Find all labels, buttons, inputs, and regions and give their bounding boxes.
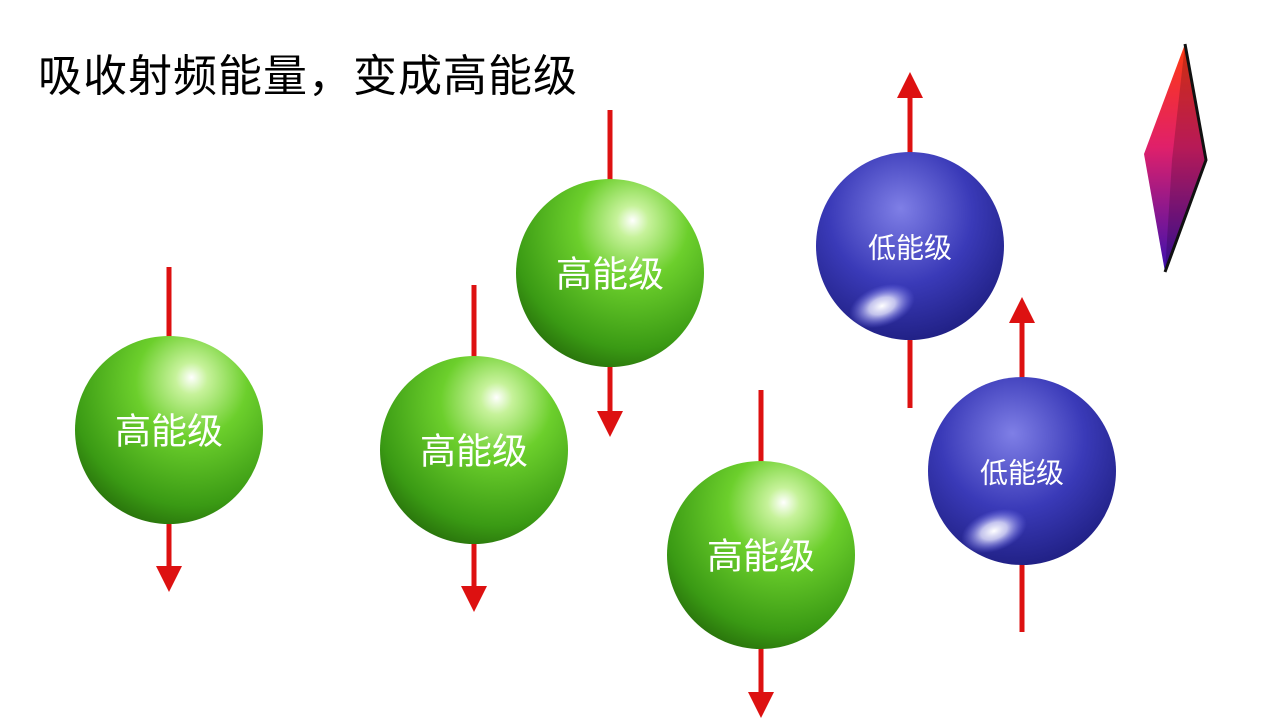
spins-layer: 高能级高能级高能级高能级低能级低能级 — [75, 72, 1116, 718]
high-energy-ball — [380, 356, 568, 544]
spin-high-3: 高能级 — [516, 110, 704, 437]
spin-high-4: 高能级 — [667, 390, 855, 718]
prism-icon — [1144, 43, 1208, 273]
arrow-down-icon — [748, 692, 774, 718]
ball-highlight — [961, 508, 1027, 554]
high-energy-ball — [667, 461, 855, 649]
ball-label: 高能级 — [420, 432, 528, 473]
ball-label: 高能级 — [115, 412, 223, 453]
arrow-up-icon — [897, 72, 923, 98]
ball-label: 高能级 — [556, 255, 664, 296]
spin-high-1: 高能级 — [75, 267, 263, 592]
ball-label: 低能级 — [868, 232, 952, 265]
low-energy-ball — [928, 377, 1116, 565]
page-title: 吸收射频能量，变成高能级 — [38, 51, 578, 102]
spin-low-5: 低能级 — [816, 72, 1004, 408]
ball-label: 低能级 — [980, 457, 1064, 490]
high-energy-ball — [75, 336, 263, 524]
ball-highlight — [849, 283, 915, 329]
spin-high-2: 高能级 — [380, 285, 568, 612]
arrow-down-icon — [597, 411, 623, 437]
ball-label: 高能级 — [707, 537, 815, 578]
arrow-down-icon — [461, 586, 487, 612]
spin-low-6: 低能级 — [928, 297, 1116, 632]
low-energy-ball — [816, 152, 1004, 340]
arrow-up-icon — [1009, 297, 1035, 323]
arrow-down-icon — [156, 566, 182, 592]
high-energy-ball — [516, 179, 704, 367]
